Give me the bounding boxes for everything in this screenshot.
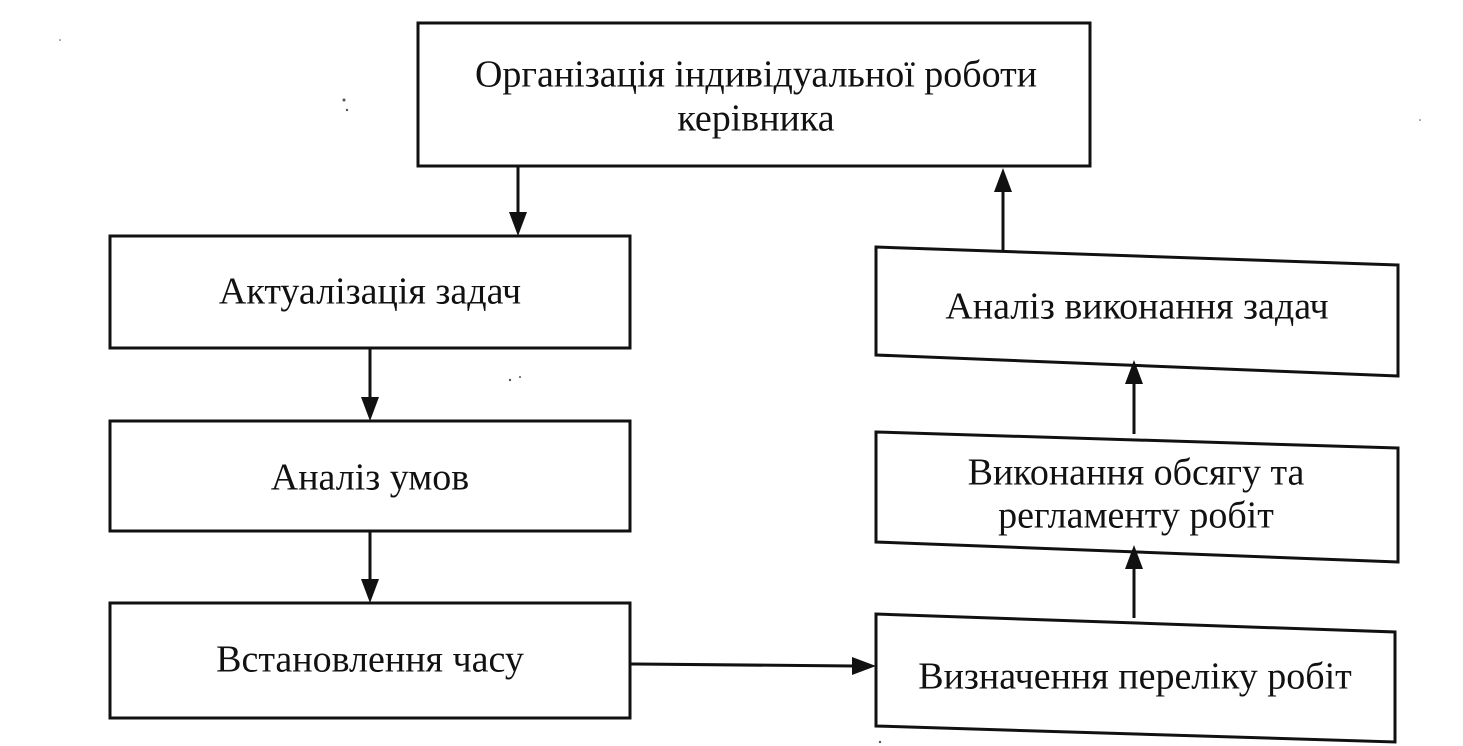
arrow-top-to-left-1 [509,166,527,236]
scan-noise [59,39,1421,744]
left-box-1: Актуалізація задач [108,234,632,350]
arrow-left-1-to-left-2 [361,348,379,421]
right-box-2: Виконання обсягу та регламенту робіт [874,430,1400,564]
arrow-right-3-to-top [994,168,1012,250]
right-box-2-label-line2: регламенту робіт [998,495,1274,537]
left-box-3: Встановлення часу [108,601,632,720]
left-box-3-label: Встановлення часу [216,639,524,681]
top-box-label-line2: керівника [677,98,834,140]
right-box-3-label: Аналіз виконання задач [945,286,1328,328]
left-box-2: Аналіз умов [108,419,632,533]
right-box-1-label: Визначення переліку робіт [918,656,1352,698]
left-box-1-label: Актуалізація задач [219,271,521,313]
arrow-right-1-to-right-2 [1125,545,1143,618]
top-box: Організація індивідуальної роботи керівн… [416,21,1092,168]
arrow-right-2-to-right-3 [1125,360,1143,434]
arrow-left-3-to-right-1 [629,657,876,675]
right-box-3: Аналіз виконання задач [874,245,1400,378]
right-box-2-label-line1: Виконання обсягу та [968,452,1305,494]
right-box-1: Визначення переліку робіт [874,612,1397,744]
top-box-label-line1: Організація індивідуальної роботи [475,54,1037,96]
arrow-left-2-to-left-3 [361,531,379,603]
left-box-2-label: Аналіз умов [271,457,470,499]
